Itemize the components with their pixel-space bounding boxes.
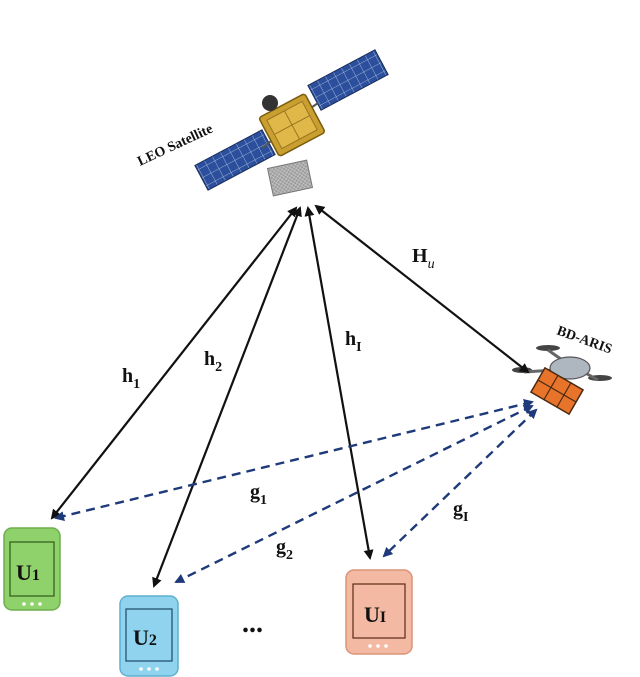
- satellite-icon: [194, 49, 389, 197]
- link-gI: [382, 408, 538, 558]
- users-ellipsis: ...: [242, 608, 263, 639]
- label-g2: g2: [276, 536, 293, 563]
- aris-label: BD-ARIS: [555, 324, 614, 358]
- direct-links: [50, 204, 530, 588]
- user-device-I: UI: [345, 569, 413, 655]
- label-Hu: Hu: [412, 245, 435, 272]
- label-h1: h1: [122, 365, 140, 392]
- label-h2: h2: [204, 348, 222, 375]
- user-label-1: U1: [16, 560, 40, 585]
- user-label-I: UI: [364, 602, 386, 627]
- user-device-2: U2: [119, 595, 179, 677]
- label-g1: g1: [250, 481, 267, 508]
- link-Hu: [314, 204, 530, 374]
- label-gI: gI: [453, 498, 468, 525]
- link-hI: [304, 206, 374, 560]
- link-h1: [50, 206, 298, 520]
- reflected-links: [54, 399, 538, 584]
- user-label-2: U2: [133, 625, 157, 650]
- user-device-1: U1: [3, 527, 61, 611]
- link-h2: [152, 206, 302, 588]
- link-labels: h1 h2 hI Hu g1 g2 gI: [122, 245, 468, 563]
- link-g2: [174, 404, 534, 584]
- label-hI: hI: [345, 328, 362, 355]
